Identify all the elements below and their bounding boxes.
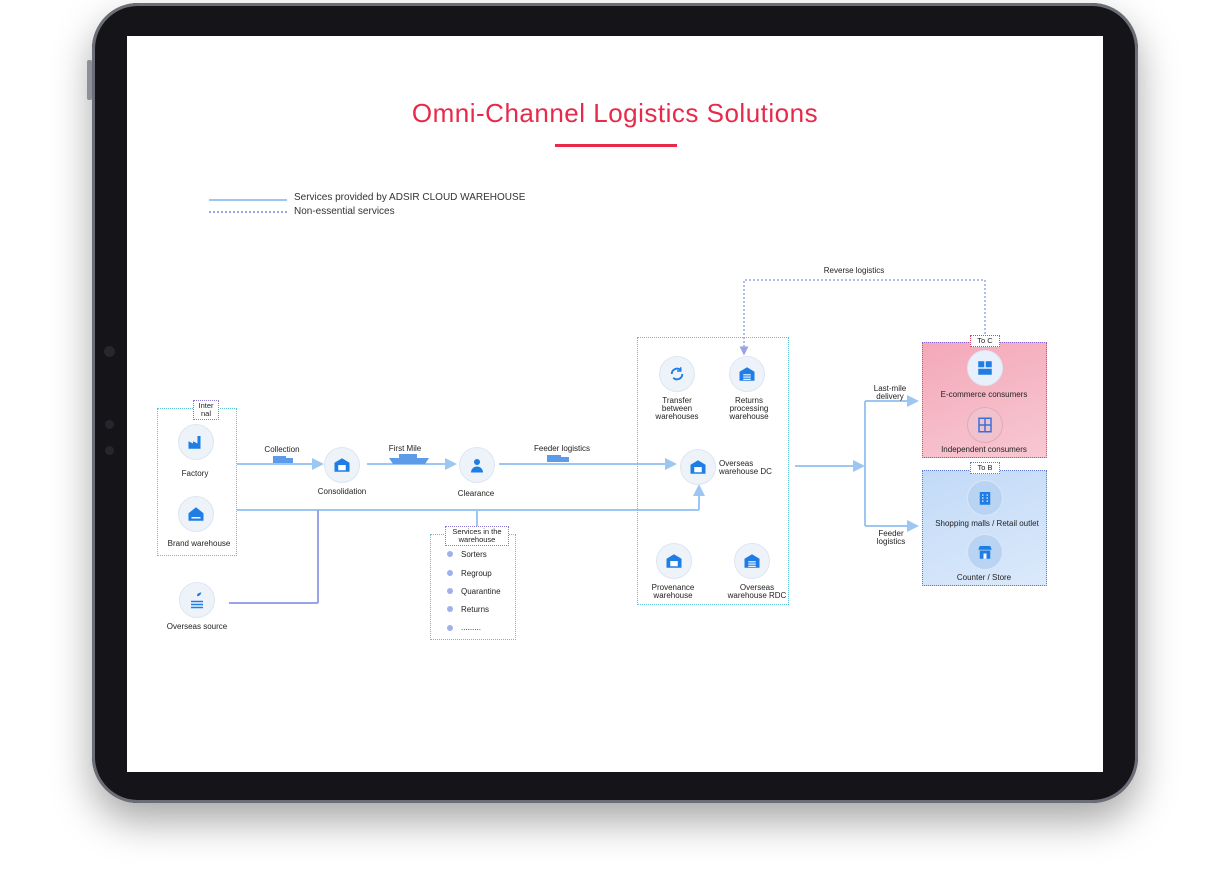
overseas-warehouse-box — [637, 337, 789, 605]
service-item: Quarantine — [461, 587, 501, 596]
warehouse-icon — [690, 460, 706, 474]
truck-icon — [547, 455, 569, 462]
brand-warehouse-label: Brand warehouse — [167, 539, 231, 548]
store-icon — [978, 546, 992, 559]
first-mile-label: First Mile — [388, 444, 422, 453]
bullet-icon — [447, 570, 453, 576]
legend-solid-label: Services provided by ADSIR CLOUD WAREHOU… — [294, 192, 526, 203]
legend-solid-line — [209, 199, 287, 201]
truck-icon — [273, 456, 293, 463]
bullet-icon — [447, 588, 453, 594]
overseas-dc-node[interactable] — [680, 449, 716, 485]
transfer-node[interactable] — [659, 356, 695, 392]
service-item: ......... — [461, 623, 482, 632]
transfer-label: Transfer between warehouses — [655, 396, 699, 421]
bullet-icon — [447, 606, 453, 612]
sensor-dot — [105, 420, 114, 429]
building-icon — [979, 492, 991, 505]
returns-label: Returns processing warehouse — [729, 396, 769, 421]
volume-button — [87, 60, 92, 100]
internal-tag: Inter nal — [193, 400, 219, 420]
legend-dotted-label: Non-essential services — [294, 206, 395, 217]
grid-icon — [978, 417, 992, 433]
bullet-icon — [447, 625, 453, 631]
overseas-rdc-node[interactable] — [734, 543, 770, 579]
warehouse-icon — [666, 554, 682, 568]
returns-node[interactable] — [729, 356, 765, 392]
service-item: Returns — [461, 605, 490, 614]
collection-label: Collection — [264, 445, 300, 454]
sensor-dot — [105, 446, 114, 455]
service-item: Regroup — [461, 569, 492, 578]
overseas-source-label: Overseas source — [166, 622, 228, 631]
provenance-label: Provenance warehouse — [651, 583, 695, 600]
store-node[interactable] — [967, 534, 1003, 570]
feeder-logistics-label: Feeder logistics — [533, 444, 591, 453]
clearance-label: Clearance — [457, 489, 495, 498]
clearance-node[interactable] — [459, 447, 495, 483]
overseas-source-node[interactable] — [179, 582, 215, 618]
camera-dot — [104, 346, 115, 357]
ship-icon — [389, 454, 429, 464]
feeder-logistics-2-label: Feeder logistics — [876, 529, 906, 546]
reverse-logistics-label: Reverse logistics — [823, 266, 885, 275]
flow-lines — [229, 279, 986, 604]
to-b-tag: To B — [970, 462, 1000, 474]
page-title: Omni-Channel Logistics Solutions — [411, 98, 819, 128]
overseas-dc-label: Overseas warehouse DC — [719, 459, 772, 476]
ecommerce-node[interactable] — [967, 350, 1003, 386]
warehouse-icon — [334, 458, 350, 472]
factory-label: Factory — [181, 469, 209, 478]
store-label: Counter / Store — [956, 573, 1012, 582]
independent-label: Independent consumers — [941, 445, 1027, 454]
factory-node[interactable] — [178, 424, 214, 460]
service-item: Sorters — [461, 550, 487, 559]
bullet-icon — [447, 551, 453, 557]
title-underline — [555, 144, 677, 147]
legend-dotted-line — [209, 211, 287, 213]
services-tag: Services in the warehouse — [445, 526, 509, 546]
refresh-icon — [670, 367, 684, 381]
malls-label: Shopping malls / Retail outlet — [935, 519, 1039, 528]
brand-warehouse-icon — [188, 507, 204, 521]
provenance-node[interactable] — [656, 543, 692, 579]
malls-node[interactable] — [967, 480, 1003, 516]
to-c-tag: To C — [970, 335, 1000, 347]
officer-icon — [471, 459, 483, 473]
last-mile-label: Last-mile delivery — [873, 384, 907, 401]
consolidation-node[interactable] — [324, 447, 360, 483]
overseas-rdc-label: Overseas warehouse RDC — [727, 583, 787, 600]
warehouse-icon — [744, 554, 760, 568]
ecommerce-label: E-commerce consumers — [940, 390, 1028, 399]
screen: Omni-Channel Logistics Solutions Service… — [127, 36, 1103, 772]
boxes-icon — [978, 361, 992, 375]
consolidation-label: Consolidation — [317, 487, 367, 496]
brand-warehouse-node[interactable] — [178, 496, 214, 532]
warehouse-icon — [739, 367, 755, 381]
plant-icon — [191, 592, 203, 609]
factory-icon — [188, 436, 201, 449]
independent-node[interactable] — [967, 407, 1003, 443]
